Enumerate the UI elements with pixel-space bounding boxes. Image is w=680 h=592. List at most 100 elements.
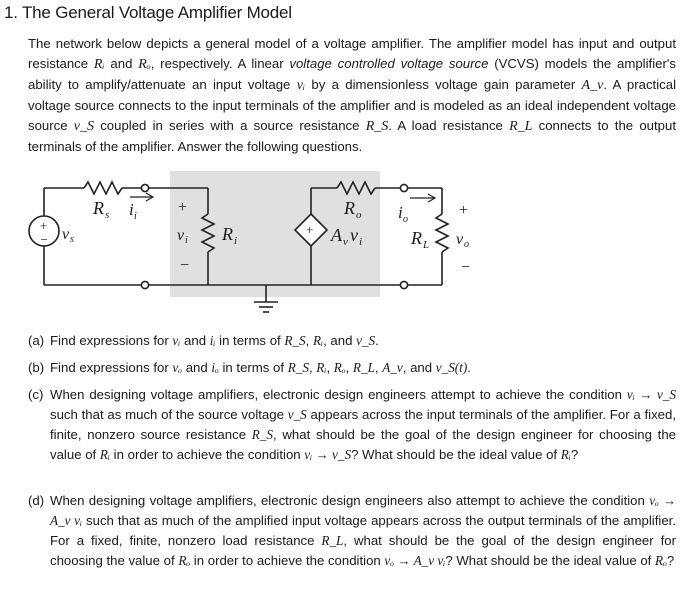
resistor-ro [336, 180, 376, 196]
text: , [374, 360, 383, 375]
vs-label: v [62, 226, 70, 243]
input-terminal-top [140, 183, 150, 193]
ro-label: R [343, 198, 355, 218]
text: . [467, 360, 471, 375]
amplifier-circuit-diagram: + − v s R s i i + v i − R i + R o A v v … [28, 171, 470, 313]
rs-label: R [92, 198, 104, 218]
input-terminal-bottom [140, 280, 150, 290]
math: Rₒ [333, 360, 346, 375]
text: and [180, 333, 210, 348]
resistor-rl [434, 213, 450, 253]
problem-intro: The network below depicts a general mode… [28, 34, 676, 157]
ri-label-sub: i [234, 235, 237, 247]
vs-label-sub: s [70, 234, 74, 245]
text: , and [323, 333, 357, 348]
math-ro: Rₒ [138, 57, 151, 72]
vi-plus-sign: + [178, 199, 187, 216]
rl-label: R [410, 228, 422, 248]
math: vₒ [172, 360, 183, 375]
intro-text: and [104, 56, 139, 71]
math: v_S(t) [435, 360, 468, 375]
question-text: When designing voltage amplifiers, elect… [50, 385, 676, 465]
text: such that as much of the source voltage [50, 407, 288, 422]
text: , and [402, 360, 436, 375]
math: A_v [382, 360, 403, 375]
output-terminal-top [399, 183, 409, 193]
text: . [375, 333, 379, 348]
math: vᵢ → v_S [304, 447, 352, 462]
gain-vi-label-sub: i [359, 236, 362, 248]
text: ? What should be the ideal value of [445, 553, 656, 568]
intro-text: . A load resistance [388, 118, 510, 133]
text: and [182, 360, 212, 375]
problem-title: 1. The General Voltage Amplifier Model [4, 3, 292, 22]
intro-text: . A practical voltage source connects to… [28, 77, 677, 133]
ro-label-sub: o [356, 209, 362, 221]
current-arrow-ii-head [145, 192, 155, 202]
rl-label-sub: L [422, 239, 429, 251]
math: R_S [287, 360, 309, 375]
io-label: i [398, 203, 403, 222]
text: , [345, 360, 353, 375]
resistor-rs [83, 180, 123, 196]
text: When designing voltage amplifiers, elect… [50, 387, 627, 402]
text: in order to achieve the condition [190, 553, 385, 568]
math: Rₒ [655, 553, 667, 568]
question-text: Find expressions for vᵢ and iᵢ in terms … [50, 331, 676, 351]
intro-text: connects to the output terminals of the … [28, 118, 676, 154]
math-vs: v_S [73, 119, 94, 134]
text: , [326, 360, 334, 375]
dep-plus-sign: + [306, 222, 313, 237]
text: ? [570, 447, 579, 462]
vi-label: v [177, 227, 185, 244]
text: in terms of [215, 333, 285, 348]
question-a: (a) Find expressions for vᵢ and iᵢ in te… [28, 331, 676, 351]
output-terminal-bottom [399, 280, 409, 290]
math-av: A_v [581, 78, 604, 93]
math: R_S [251, 427, 273, 442]
intro-text: , respectively. A linear [150, 56, 290, 71]
question-label: (c) [28, 387, 44, 402]
text: , [305, 333, 313, 348]
ri-label: R [221, 224, 233, 244]
math: Rₒ [178, 553, 191, 568]
intro-text: by a dimensionless voltage gain paramete… [305, 77, 582, 92]
gain-label: A [330, 225, 343, 245]
math-rl: R_L [509, 119, 533, 134]
text: such that as much of the amplified input… [50, 513, 676, 548]
math: vₒ → A_v vᵢ [384, 553, 446, 568]
math: v_S [287, 407, 307, 422]
ii-label: i [129, 200, 134, 219]
vo-label-sub: o [464, 239, 469, 250]
question-d: (d) When designing voltage amplifiers, e… [28, 491, 676, 571]
question-text: Find expressions for vₒ and iₒ in terms … [50, 358, 676, 378]
intro-text: (VCVS) models the amplifier's ability to… [28, 56, 676, 92]
math: R_S [284, 333, 306, 348]
question-label: (a) [28, 333, 45, 348]
text: , what should be the goal of the design … [50, 427, 676, 462]
text: , [308, 360, 317, 375]
text: Find expressions for [50, 360, 173, 375]
io-label-sub: o [403, 214, 408, 225]
vs-minus-sign: − [41, 232, 48, 247]
gain-vi-label: v [350, 225, 358, 245]
rs-label-sub: s [105, 209, 109, 221]
question-c: (c) When designing voltage amplifiers, e… [28, 385, 676, 465]
ii-label-sub: i [134, 211, 137, 222]
question-label: (d) [28, 493, 45, 508]
text: Find expressions for [50, 333, 173, 348]
question-text: When designing voltage amplifiers, elect… [50, 491, 676, 571]
question-label: (b) [28, 360, 45, 375]
math: vᵢ [172, 333, 181, 348]
math: Rᵢ [312, 333, 324, 348]
vs-plus-sign: + [40, 218, 47, 233]
vi-minus-sign: − [180, 257, 189, 274]
text: ? [666, 553, 675, 568]
text: When designing voltage amplifiers, elect… [50, 493, 650, 508]
math-rs: R_S [365, 119, 389, 134]
amplifier-shaded-region [170, 171, 380, 297]
math: iₒ [211, 360, 219, 375]
resistor-ri [200, 213, 216, 253]
intro-text: The network below depicts a general mode… [28, 36, 676, 71]
math-vi: vᵢ [296, 78, 306, 93]
